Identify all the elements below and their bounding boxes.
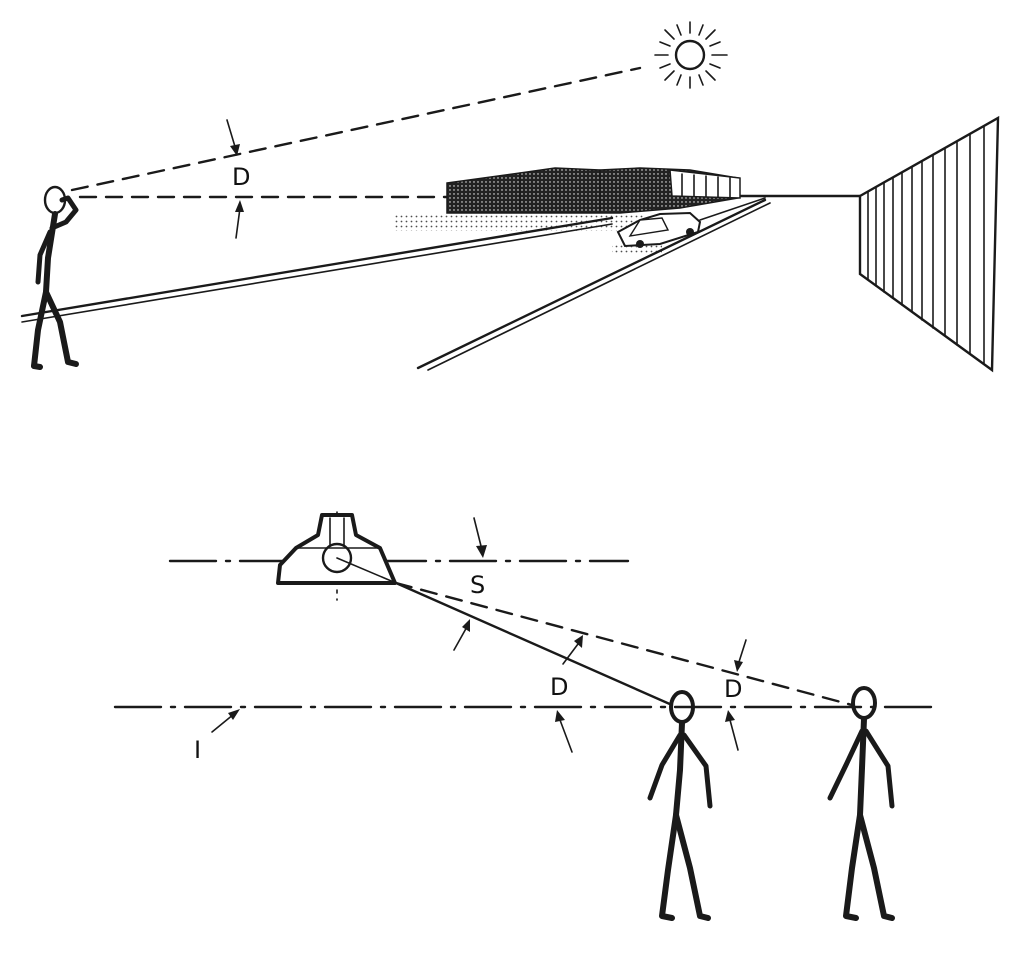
top-scene: D — [20, 21, 1000, 373]
shield-angle-label: S — [470, 571, 485, 599]
angle-arrow-upper — [226, 119, 240, 156]
sun-sight-line — [70, 66, 642, 192]
near-angle-arrow-lower — [555, 710, 573, 753]
far-angle-arrow-upper — [734, 639, 747, 672]
near-direct-angle-label: D — [550, 673, 568, 701]
angle-arrow-lower — [235, 200, 244, 239]
near-angle-arrow-mid — [562, 635, 583, 665]
ribbed-wall — [858, 115, 1000, 373]
sun-icon — [654, 21, 728, 89]
factory-building — [395, 167, 741, 231]
road — [20, 197, 771, 371]
glare-angle-label: D — [232, 163, 250, 191]
ray-from-lamp-center — [336, 557, 397, 584]
near-angle-arrow-upper — [453, 619, 470, 651]
far-direct-angle-label: D — [724, 675, 742, 703]
far-angle-arrow-lower — [725, 710, 739, 751]
ray-to-near-observer — [394, 581, 674, 707]
bottom-scene: S D D I — [113, 511, 934, 921]
line-marker-label: I — [194, 736, 201, 764]
line-marker-arrow — [211, 709, 240, 733]
luminaire-icon — [276, 513, 397, 585]
observer-shielding-eyes — [31, 185, 79, 370]
near-observer-figure — [647, 690, 713, 921]
ray-to-far-observer — [394, 581, 854, 707]
shield-angle-arrow — [473, 517, 487, 558]
far-observer-figure — [827, 686, 895, 921]
car-icon — [612, 211, 702, 254]
